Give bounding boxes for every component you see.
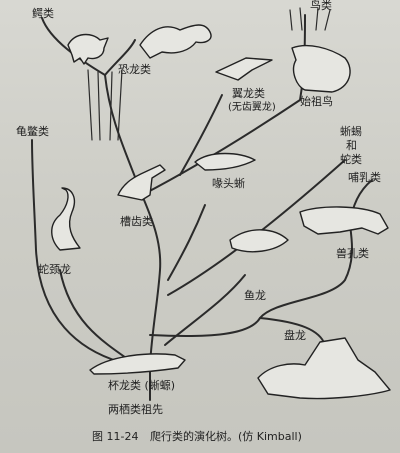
pterodactyl-sketch [215, 57, 273, 81]
label-rhynchocephalians: 喙头蜥 [212, 177, 245, 190]
label-pterosaur-note: (无齿翼龙) [228, 102, 276, 113]
figure-number: 图 11-24 [92, 430, 139, 443]
label-mammals: 哺乳类 [348, 171, 381, 184]
rhyncho-branch [167, 204, 206, 281]
label-birds: 鸟类 [310, 0, 332, 12]
label-turtles: 龟鳖类 [16, 125, 49, 138]
thecodont-sketch [117, 164, 166, 201]
label-synapsids: 兽孔类 [336, 247, 369, 260]
label-archaeopteryx: 始祖鸟 [300, 95, 333, 108]
archaeopteryx-sketch [291, 44, 351, 93]
ichthyosaur-sketch [229, 229, 289, 253]
therapsid-sketch [299, 206, 389, 235]
croc-branch [41, 17, 106, 76]
bird-branch [141, 99, 301, 196]
label-lizards-snakes-2: 和 [346, 139, 357, 152]
plesiosaur-branch [59, 269, 133, 363]
label-lizards-snakes-1: 蜥蜴 [340, 125, 362, 138]
ichthyosaur-branch [164, 274, 246, 346]
label-dinosaurs: 恐龙类 [118, 63, 151, 76]
figure-title: 爬行类的演化树。(仿 Kimball) [149, 430, 302, 443]
cotylosaur-sketch [89, 353, 186, 375]
tuatara-sketch [194, 152, 256, 171]
label-pterosaur: 翼龙类 [232, 87, 265, 100]
dimetrodon-sketch [257, 337, 391, 400]
figure-caption: 图 11-24 爬行类的演化树。(仿 Kimball) [92, 428, 302, 444]
plesiosaur-sketch [51, 187, 81, 251]
label-lizards-snakes-3: 蛇类 [340, 153, 362, 166]
label-pelycosaurs: 盘龙 [284, 329, 306, 342]
turtle-branch [31, 139, 121, 363]
dino-branch-2 [104, 39, 136, 76]
main-trunk [141, 194, 162, 366]
sauropod-sketch [139, 24, 212, 59]
synapsid-branch [149, 224, 353, 337]
label-thecodonts: 槽齿类 [120, 215, 153, 228]
label-plesiosaurs: 蛇颈龙 [38, 263, 71, 276]
label-ichthyosaurs: 鱼龙 [244, 289, 266, 302]
label-amphibian-ancestor: 两栖类祖先 [108, 403, 163, 416]
label-cotylosaurs: 杯龙类 (蜥螈) [108, 379, 176, 392]
label-crocodiles: 鳄类 [32, 7, 54, 20]
pterosaur-branch [179, 94, 223, 176]
triceratops-sketch [67, 33, 109, 65]
